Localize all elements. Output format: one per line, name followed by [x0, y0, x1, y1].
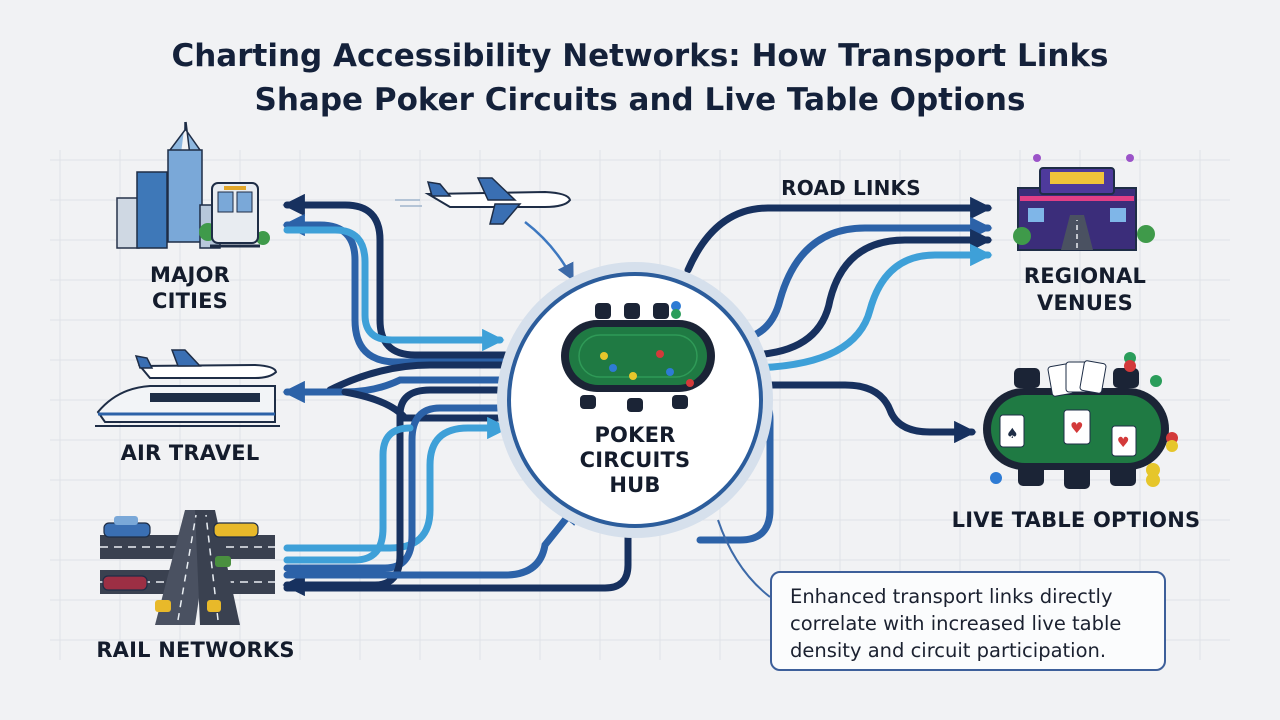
flow-line-rail-dark [282, 386, 509, 597]
flow-line-rail-light [283, 416, 510, 552]
title-line-1: Charting Accessibility Networks: How Tra… [171, 38, 1109, 74]
airplane-icon [395, 177, 572, 225]
air-travel-pointer [524, 221, 574, 282]
regional-venues-line-1: REGIONAL [1023, 264, 1147, 288]
chip-stack-icon [990, 352, 1178, 487]
air-travel-label: AIR TRAVEL [120, 441, 260, 465]
svg-text:♥: ♥ [1070, 419, 1083, 437]
regional-venues-line-2: VENUES [1037, 291, 1133, 315]
flow-line-road-mid [726, 216, 993, 344]
flow-line-cities-light [283, 226, 505, 352]
poker-table-icon [561, 301, 715, 412]
hub-label-line-2: CIRCUITS HUB [579, 448, 691, 497]
major-cities-line-2: CITIES [151, 289, 229, 313]
flow-line-live-dark [756, 381, 977, 444]
regional-venues-label: REGIONAL VENUES [1005, 263, 1165, 317]
flow-line-road-light [741, 243, 993, 372]
flow-line-bottom-dark [283, 516, 632, 592]
callout-box: Enhanced transport links directly correl… [770, 571, 1166, 671]
hub-label: POKER CIRCUITS HUB [555, 423, 715, 498]
live-table-options-label: LIVE TABLE OPTIONS [951, 508, 1201, 532]
major-cities-line-1: MAJOR [150, 263, 230, 287]
car-icon [102, 516, 259, 612]
road-links-label: ROAD LINKS [781, 176, 921, 200]
svg-text:♠: ♠ [1006, 426, 1019, 442]
flow-line-road-dark2 [741, 228, 993, 359]
flow-line-cities-dark [282, 193, 509, 359]
page-title: Charting Accessibility Networks: How Tra… [0, 34, 1280, 122]
hub-label-line-1: POKER [594, 423, 676, 447]
bullet-train-icon [95, 385, 280, 427]
airplane-icon [134, 349, 278, 379]
metro-train-icon [210, 182, 260, 248]
playing-cards-icon: ♠ ♥ ♥ [999, 360, 1137, 457]
callout-connector [717, 519, 771, 598]
major-cities-label: MAJOR CITIES [120, 262, 260, 314]
casino-building-icon [1013, 154, 1155, 251]
flow-line-air-dark2 [341, 388, 509, 422]
rail-networks-label: RAIL NETWORKS [96, 638, 295, 662]
flow-line-road-dark [684, 196, 993, 274]
svg-text:♥: ♥ [1117, 435, 1130, 451]
title-line-2: Shape Poker Circuits and Live Table Opti… [254, 82, 1026, 118]
flow-line-bottom-mid [283, 501, 581, 579]
flow-line-air-dark [326, 361, 509, 394]
flow-line-rail-light2 [283, 424, 414, 564]
